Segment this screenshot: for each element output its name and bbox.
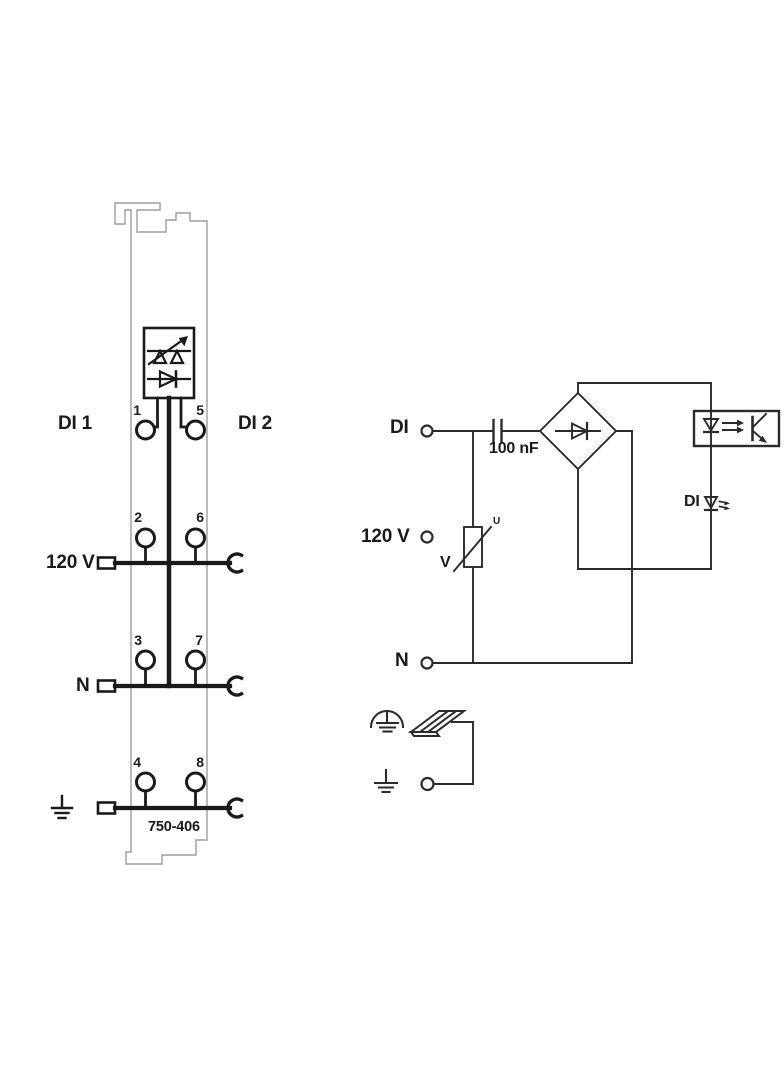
status-led-label: DI (684, 493, 700, 510)
di-input-terminal (420, 424, 434, 438)
terminal-stems (144, 545, 197, 810)
capacitor-value-label: 100 nF (489, 440, 539, 457)
terminal-3 (135, 649, 156, 671)
bridge-to-neutral-wire (615, 430, 633, 664)
schematic-supply-label: 120 V (361, 526, 410, 547)
power-jumper-hook-icon (226, 552, 244, 819)
terminal-1 (135, 419, 156, 441)
module-supply-label: 120 V (46, 552, 95, 573)
terminal-2 (135, 527, 156, 549)
terminal-6 (185, 527, 206, 549)
terminal-8-number: 8 (196, 754, 204, 770)
terminal-6-number: 6 (196, 509, 204, 525)
cage-clamp-rect-icon (96, 556, 117, 815)
terminal-4 (135, 771, 156, 793)
terminal-7-number: 7 (195, 632, 203, 648)
bridge-rectifier-icon (538, 391, 618, 471)
led-icon (703, 496, 730, 512)
terminal-3-number: 3 (134, 632, 142, 648)
varistor-label: V (440, 554, 451, 571)
din-rail-3d-icon (408, 709, 467, 737)
terminal-4-number: 4 (133, 754, 141, 770)
module-housing-outline (114, 202, 208, 865)
bridge-to-opto-wire (577, 382, 712, 412)
terminal5-stem (179, 396, 188, 429)
varistor-icon (452, 525, 493, 573)
varistor-voltage-mark: U (493, 516, 501, 527)
optocoupler-icon (692, 409, 781, 448)
supply-terminal (420, 530, 434, 544)
earth-arc-icon (369, 709, 405, 733)
channel-right-label: DI 2 (238, 413, 273, 434)
schematic-input-label: DI (390, 417, 409, 438)
terminal-8 (185, 771, 206, 793)
dual-led-indicator-icon (146, 336, 192, 366)
earth-ground-icon (50, 794, 74, 820)
part-number-label: 750-406 (148, 819, 200, 835)
ground-terminal (420, 776, 435, 792)
terminal-2-number: 2 (134, 509, 142, 525)
terminal-1-number: 1 (133, 402, 141, 418)
terminal1-stem (153, 396, 159, 429)
terminal-7 (185, 649, 206, 671)
schematic-neutral-label: N (395, 650, 409, 671)
earth-ground-icon (373, 768, 399, 794)
status-box (142, 326, 196, 400)
channel-left-label: DI 1 (58, 413, 93, 434)
neutral-terminal (420, 656, 434, 670)
terminal-5 (185, 419, 206, 441)
diode-icon (146, 369, 192, 389)
terminal-5-number: 5 (196, 402, 204, 418)
ground-wire (433, 721, 474, 785)
terminal-contacts (135, 419, 206, 793)
module-neutral-label: N (76, 675, 90, 696)
capacitor-icon (492, 418, 503, 444)
